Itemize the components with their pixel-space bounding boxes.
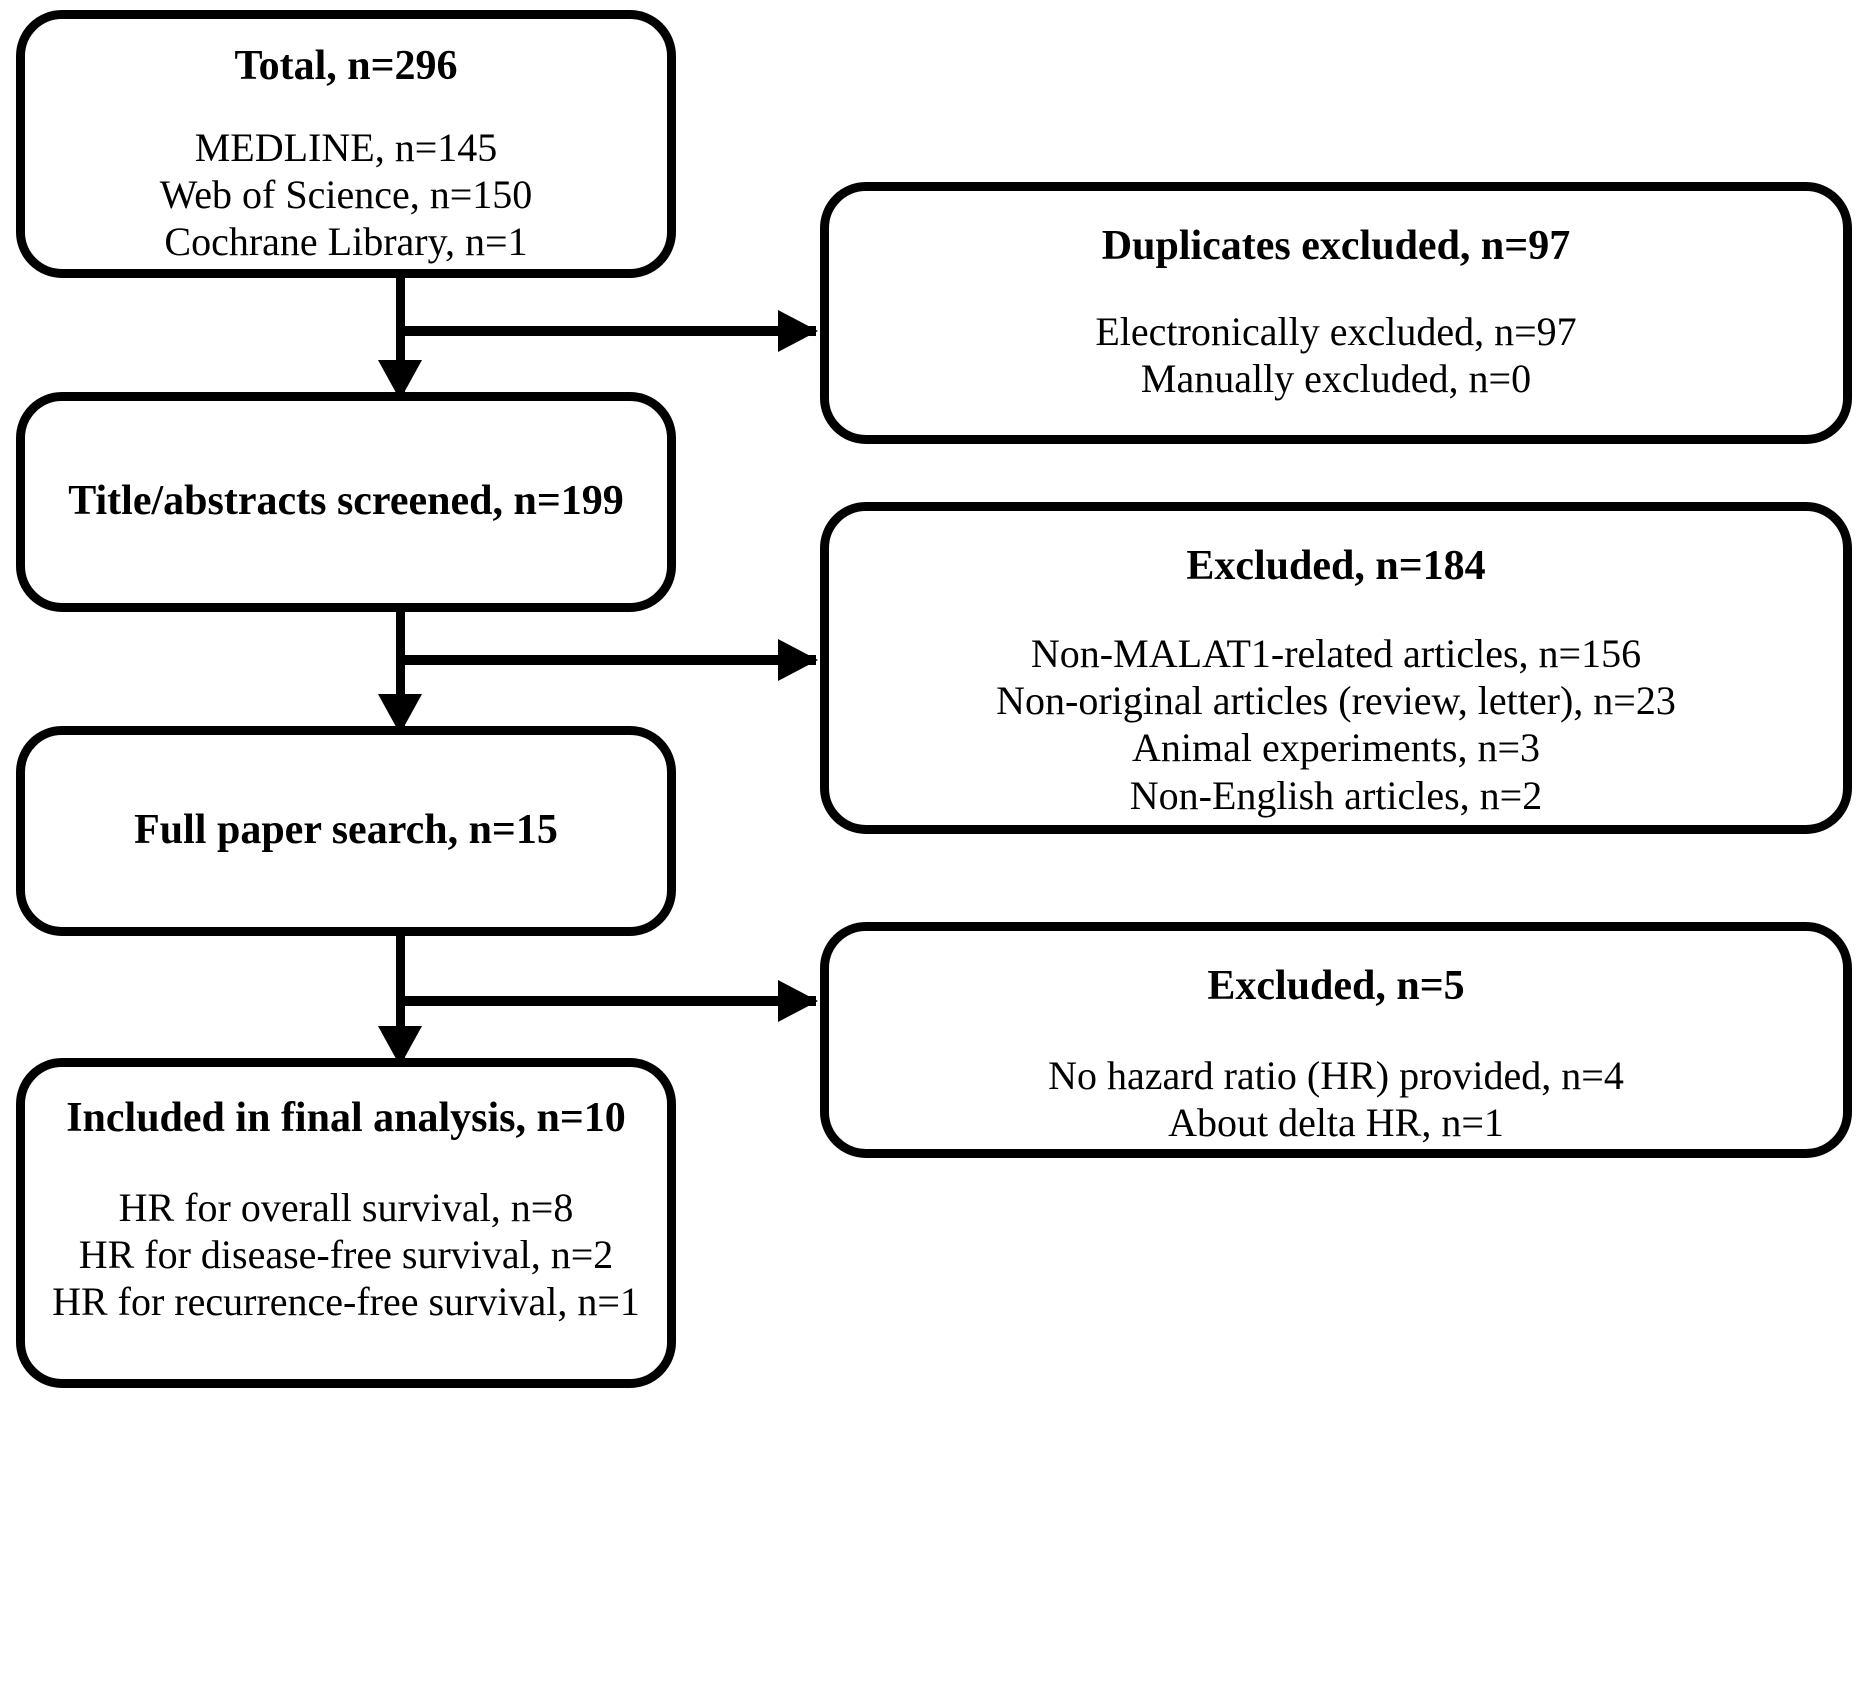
box-total-details: MEDLINE, n=145 Web of Science, n=150 Coc… <box>160 124 533 266</box>
box-full-paper-search: Full paper search, n=15 <box>16 726 676 936</box>
box-excluded-5-title: Excluded, n=5 <box>1207 963 1465 1009</box>
box-excluded-184-line-non-malat1: Non-MALAT1-related articles, n=156 <box>1030 631 1642 677</box>
box-included-final-analysis: Included in final analysis, n=10 HR for … <box>16 1058 676 1388</box>
box-included-title: Included in final analysis, n=10 <box>66 1095 626 1141</box>
box-duplicates-details: Electronically excluded, n=97 Manually e… <box>1095 308 1576 402</box>
box-duplicates-line-manual: Manually excluded, n=0 <box>1140 356 1532 402</box>
box-total-records: Total, n=296 MEDLINE, n=145 Web of Scien… <box>16 10 676 278</box>
connector-total-to-screened <box>396 278 405 416</box>
box-excluded-184-details: Non-MALAT1-related articles, n=156 Non-o… <box>996 630 1676 819</box>
box-excluded-5: Excluded, n=5 No hazard ratio (HR) provi… <box>820 922 1852 1158</box>
connector-screened-to-excluded184 <box>396 655 816 665</box>
box-excluded-184-line-non-original: Non-original articles (review, letter), … <box>996 678 1676 724</box>
arrowhead-to-duplicates <box>778 310 818 352</box>
connector-fullpaper-to-excluded5 <box>396 996 816 1006</box>
box-included-line-recurrence-free-survival: HR for recurrence-free survival, n=1 <box>52 1279 640 1325</box>
box-excluded-184-title: Excluded, n=184 <box>1186 543 1486 589</box>
connector-total-to-duplicates <box>396 326 816 336</box>
box-duplicates-line-electronic: Electronically excluded, n=97 <box>1095 309 1577 355</box>
box-excluded-184-line-animal: Animal experiments, n=3 <box>1131 725 1541 771</box>
box-duplicates-title: Duplicates excluded, n=97 <box>1101 223 1571 269</box>
box-screened-title: Title/abstracts screened, n=199 <box>68 478 624 525</box>
box-total-title: Total, n=296 <box>234 43 458 89</box>
box-excluded-5-line-no-hr: No hazard ratio (HR) provided, n=4 <box>1048 1053 1624 1099</box>
box-total-line-medline: MEDLINE, n=145 <box>194 125 498 171</box>
box-included-details: HR for overall survival, n=8 HR for dise… <box>52 1184 640 1326</box>
connector-screened-to-fullpaper <box>396 612 405 758</box>
box-excluded-5-line-delta-hr: About delta HR, n=1 <box>1168 1100 1504 1146</box>
box-titles-abstracts-screened: Title/abstracts screened, n=199 <box>16 392 676 612</box>
box-included-line-disease-free-survival: HR for disease-free survival, n=2 <box>78 1232 614 1278</box>
connector-fullpaper-to-included <box>396 936 405 1086</box>
box-excluded-184: Excluded, n=184 Non-MALAT1-related artic… <box>820 502 1852 834</box>
box-total-line-cochrane: Cochrane Library, n=1 <box>164 219 528 265</box>
arrowhead-to-excluded5 <box>778 980 818 1022</box>
arrowhead-to-excluded184 <box>778 639 818 681</box>
box-excluded-5-details: No hazard ratio (HR) provided, n=4 About… <box>1048 1052 1624 1146</box>
box-full-paper-search-title: Full paper search, n=15 <box>134 807 558 854</box>
box-duplicates-excluded: Duplicates excluded, n=97 Electronically… <box>820 182 1852 444</box>
box-total-line-web-of-science: Web of Science, n=150 <box>159 172 533 218</box>
box-excluded-184-line-non-english: Non-English articles, n=2 <box>1129 772 1543 818</box>
box-included-line-overall-survival: HR for overall survival, n=8 <box>118 1185 574 1231</box>
